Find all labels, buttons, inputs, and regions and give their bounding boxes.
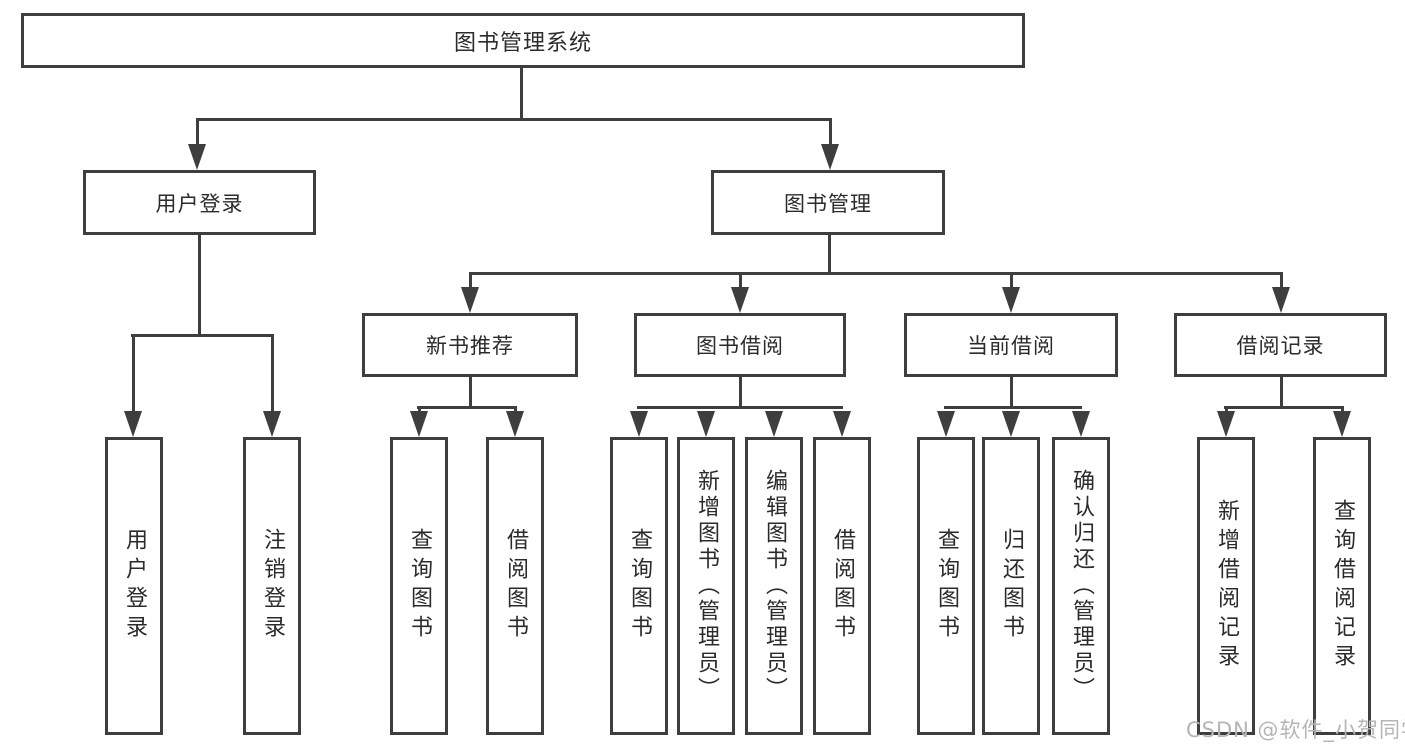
- connector-line: [1280, 377, 1283, 409]
- node-current-borrowing-label: 当前借阅: [967, 334, 1055, 358]
- connector-line: [131, 334, 274, 337]
- watermark-text: CSDN @软件_小贺同学: [1186, 718, 1405, 742]
- connector-line: [196, 118, 199, 148]
- leaf-return-books-label: 归还图书: [999, 528, 1024, 644]
- connector-line: [1010, 272, 1013, 290]
- connector-line: [944, 406, 1082, 409]
- arrowhead: [833, 411, 851, 437]
- arrowhead: [461, 287, 479, 313]
- node-user-login-label: 用户登录: [155, 191, 244, 216]
- node-borrowing-records-label: 借阅记录: [1236, 334, 1325, 358]
- connector-line: [418, 406, 421, 415]
- connector-line: [469, 377, 472, 409]
- node-book-management: 图书管理: [711, 170, 945, 235]
- leaf-add-borrow-record: 新增借阅记录: [1197, 437, 1255, 735]
- leaf-query-books-recommend: 查询图书: [390, 437, 448, 735]
- node-current-borrowing: 当前借阅: [904, 313, 1118, 377]
- leaf-query-books-current: 查询图书: [917, 437, 975, 735]
- connector-line: [514, 406, 517, 415]
- arrowhead: [1002, 287, 1020, 313]
- arrowhead: [765, 411, 783, 437]
- connector-line: [469, 272, 1283, 275]
- leaf-query-borrow-record: 查询借阅记录: [1313, 437, 1371, 735]
- leaf-borrow-books-recommend-label: 借阅图书: [503, 528, 528, 644]
- arrowhead: [506, 411, 524, 437]
- arrowhead: [731, 287, 749, 313]
- connector-line: [828, 235, 831, 275]
- leaf-add-borrow-record-label: 新增借阅记录: [1214, 499, 1239, 673]
- node-book-management-label: 图书管理: [784, 191, 872, 216]
- connector-line: [739, 377, 742, 409]
- leaf-add-books-admin-label: 新增图书（管理员）: [694, 469, 719, 703]
- leaf-borrow-books-recommend: 借阅图书: [486, 437, 544, 735]
- arrowhead: [630, 411, 648, 437]
- arrowhead: [1217, 411, 1235, 437]
- leaf-query-books-borrowing: 查询图书: [610, 437, 668, 735]
- connector-line: [417, 406, 517, 409]
- leaf-confirm-return-admin-label: 确认归还（管理员）: [1069, 469, 1094, 703]
- arrowhead: [821, 144, 839, 170]
- arrowhead: [697, 411, 715, 437]
- arrowhead: [1072, 411, 1090, 437]
- arrowhead: [124, 411, 142, 437]
- node-book-borrowing-label: 图书借阅: [696, 334, 784, 358]
- arrowhead: [1272, 287, 1290, 313]
- connector-line: [469, 272, 472, 290]
- leaf-edit-books-admin: 编辑图书（管理员）: [745, 437, 803, 735]
- connector-line: [271, 334, 274, 414]
- leaf-user-login-label: 用户登录: [122, 528, 147, 644]
- connector-line: [1341, 406, 1344, 415]
- leaf-borrow-books-label: 借阅图书: [830, 528, 855, 644]
- connector-line: [1225, 406, 1228, 415]
- arrowhead: [1002, 411, 1020, 437]
- connector-line: [1280, 272, 1283, 290]
- arrowhead: [937, 411, 955, 437]
- node-root-system: 图书管理系统: [21, 13, 1025, 68]
- node-root-label: 图书管理系统: [453, 30, 592, 56]
- connector-line: [637, 406, 843, 409]
- node-book-borrowing: 图书借阅: [634, 313, 846, 377]
- leaf-query-borrow-record-label: 查询借阅记录: [1330, 499, 1355, 673]
- node-new-book-recommend-label: 新书推荐: [426, 334, 514, 358]
- connector-line: [196, 118, 831, 121]
- leaf-logout: 注销登录: [243, 437, 301, 735]
- connector-line: [1010, 377, 1013, 409]
- leaf-logout-label: 注销登录: [260, 528, 285, 644]
- leaf-confirm-return-admin: 确认归还（管理员）: [1052, 437, 1110, 735]
- leaf-query-books-current-label: 查询图书: [934, 528, 959, 644]
- connector-line: [739, 272, 742, 290]
- leaf-borrow-books: 借阅图书: [813, 437, 871, 735]
- leaf-return-books: 归还图书: [982, 437, 1040, 735]
- arrowhead: [410, 411, 428, 437]
- node-borrowing-records: 借阅记录: [1174, 313, 1387, 377]
- node-new-book-recommend: 新书推荐: [362, 313, 578, 377]
- connector-line: [829, 118, 832, 148]
- connector-line: [1224, 406, 1343, 409]
- connector-line: [132, 334, 135, 414]
- connector-line: [198, 235, 201, 337]
- arrowhead: [263, 411, 281, 437]
- arrowhead: [188, 144, 206, 170]
- leaf-query-books-recommend-label: 查询图书: [407, 528, 432, 644]
- connector-line: [520, 68, 523, 119]
- leaf-add-books-admin: 新增图书（管理员）: [677, 437, 735, 735]
- leaf-user-login: 用户登录: [105, 437, 163, 735]
- node-user-login: 用户登录: [83, 170, 316, 235]
- leaf-edit-books-admin-label: 编辑图书（管理员）: [762, 469, 787, 703]
- arrowhead: [1333, 411, 1351, 437]
- leaf-query-books-borrowing-label: 查询图书: [627, 528, 652, 644]
